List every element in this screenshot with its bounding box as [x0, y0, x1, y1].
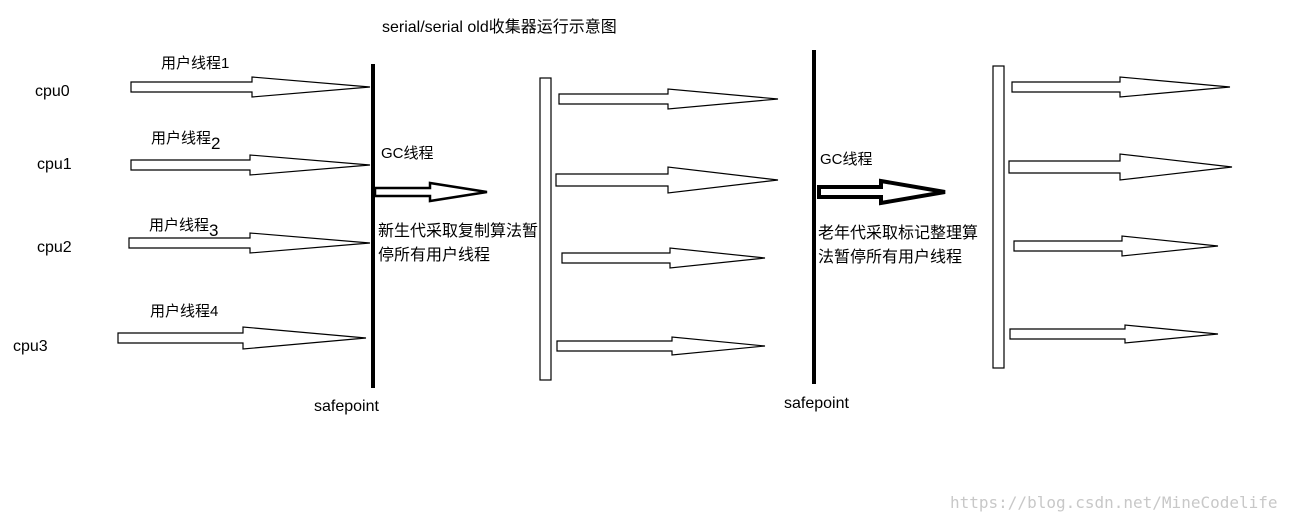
resumed-thread-arrow-3	[561, 247, 766, 269]
user-thread-4-number: 4	[210, 303, 219, 320]
user-thread-1-label: 用户线程1	[161, 55, 229, 73]
user-thread-3-arrow	[128, 232, 371, 254]
user-thread-2-label: 用户线程2	[151, 128, 220, 153]
safepoint-label-2: safepoint	[784, 395, 849, 412]
user-thread-2-arrow	[130, 154, 371, 176]
gc-thread-arrow-old	[817, 178, 946, 206]
user-thread-1-arrow	[130, 76, 371, 98]
cpu0-label: cpu0	[35, 83, 70, 100]
gc-thread-label-old: GC线程	[820, 151, 873, 168]
final-thread-arrow-2	[1008, 153, 1233, 181]
resumed-thread-arrow-4	[556, 336, 766, 356]
cpu1-label: cpu1	[37, 156, 72, 173]
user-thread-2-number: 2	[211, 134, 221, 153]
old-gen-description: 老年代采取标记整理算法暂停所有用户线程	[818, 225, 979, 266]
gc-thread-label-young: GC线程	[381, 145, 434, 162]
gc-thread-arrow-young	[373, 181, 488, 203]
watermark: https://blog.csdn.net/MineCodelife	[950, 493, 1278, 512]
final-thread-arrow-4	[1009, 324, 1219, 344]
final-thread-arrow-3	[1013, 235, 1219, 257]
resumed-thread-arrow-1	[558, 88, 779, 110]
gc-pause-bar-1	[539, 77, 552, 381]
resumed-thread-arrow-2	[555, 166, 779, 194]
safepoint-label-1: safepoint	[314, 398, 379, 415]
young-gen-description: 新生代采取复制算法暂停所有用户线程	[378, 223, 539, 264]
final-thread-arrow-1	[1011, 76, 1231, 98]
diagram-title: serial/serial old收集器运行示意图	[382, 19, 617, 36]
user-thread-4-name: 用户线程	[150, 303, 211, 320]
user-thread-1-name: 用户线程	[161, 55, 222, 72]
user-thread-3-number: 3	[209, 221, 219, 240]
user-thread-3-label: 用户线程3	[149, 215, 218, 240]
user-thread-3-name: 用户线程	[149, 217, 210, 234]
user-thread-4-label: 用户线程4	[150, 303, 218, 321]
gc-pause-bar-2	[992, 65, 1005, 369]
user-thread-1-number: 1	[221, 55, 230, 72]
user-thread-4-arrow	[117, 326, 367, 350]
cpu2-label: cpu2	[37, 239, 72, 256]
cpu3-label: cpu3	[13, 338, 48, 355]
user-thread-2-name: 用户线程	[151, 130, 212, 147]
